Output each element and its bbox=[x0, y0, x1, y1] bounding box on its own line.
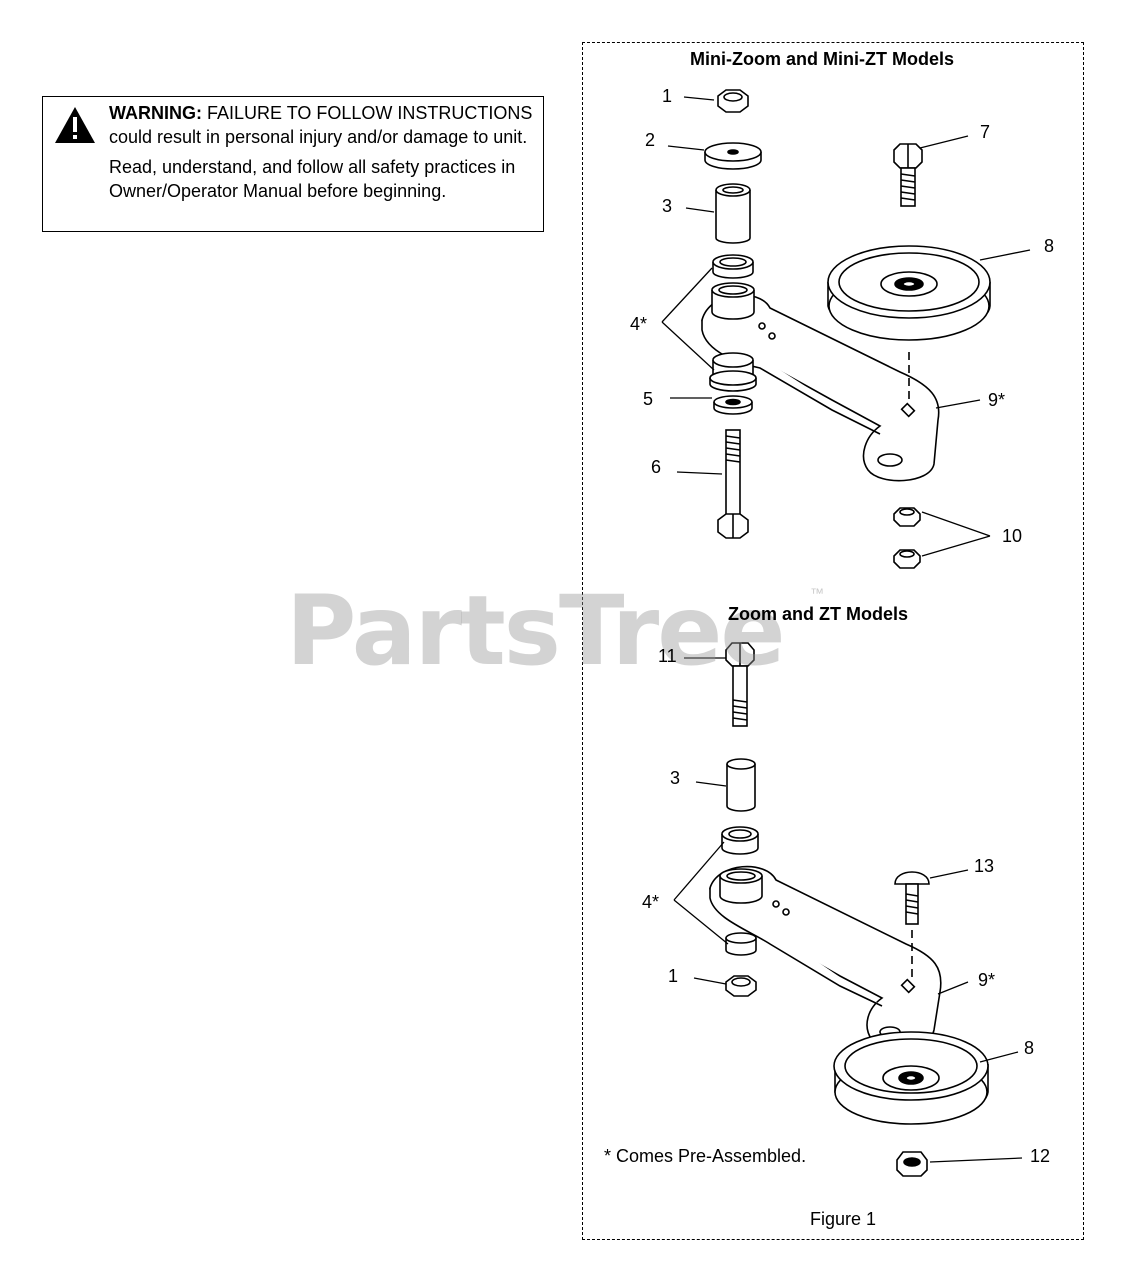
callout-label: 13 bbox=[974, 856, 995, 876]
pulley-upper-part bbox=[827, 245, 991, 341]
partstree-watermark: PartsTree bbox=[286, 575, 785, 687]
callout-label: 10 bbox=[1002, 526, 1023, 546]
callout-label: 5 bbox=[643, 389, 654, 409]
washer-part bbox=[704, 142, 762, 170]
warning-box: WARNING: FAILURE TO FOLLOW INSTRUCTIONS … bbox=[42, 96, 544, 232]
callout-label: 3 bbox=[670, 768, 681, 788]
carriage-bolt-part bbox=[894, 871, 930, 925]
figure-caption: Figure 1 bbox=[810, 1209, 877, 1229]
bolt-long-part bbox=[717, 429, 749, 539]
callout-label: 2 bbox=[645, 130, 656, 150]
warning-line1: FAILURE TO FOLLOW INSTRUCTIONS could res… bbox=[109, 103, 533, 147]
warning-triangle-icon bbox=[55, 107, 95, 143]
flange-nut-lower-part bbox=[893, 549, 921, 569]
bushing-lower-bottom-part bbox=[725, 932, 757, 956]
leader-lines bbox=[661, 96, 1031, 1163]
callout-label: 1 bbox=[668, 966, 679, 986]
spacer-part bbox=[715, 183, 751, 244]
bushing-upper-bottom-part bbox=[721, 826, 759, 855]
top-section-title: Mini-Zoom and Mini-ZT Models bbox=[690, 49, 954, 69]
trademark-mark: ™ bbox=[810, 585, 824, 601]
callout-label: 3 bbox=[662, 196, 673, 216]
lock-nut-part bbox=[896, 1151, 928, 1177]
pulley-lower-part bbox=[833, 1031, 989, 1125]
spacer-bottom-part bbox=[726, 758, 756, 812]
bolt-short-part bbox=[893, 143, 923, 207]
callout-label: 9* bbox=[978, 970, 996, 990]
callout-label: 6 bbox=[651, 457, 662, 477]
callout-label: 8 bbox=[1044, 236, 1055, 256]
nut-top-part bbox=[717, 89, 749, 113]
callout-label: 9* bbox=[988, 390, 1006, 410]
callout-label: 7 bbox=[980, 122, 991, 142]
callout-label: 8 bbox=[1024, 1038, 1035, 1058]
bolt-bottom-part bbox=[725, 642, 755, 727]
callout-label: 11 bbox=[658, 646, 677, 666]
diagram-frame bbox=[582, 42, 1084, 1240]
bottom-section-title: Zoom and ZT Models bbox=[728, 604, 908, 624]
bushing-upper-part bbox=[712, 254, 754, 279]
warning-line2: Read, understand, and follow all safety … bbox=[109, 157, 516, 201]
warning-heading: WARNING: bbox=[109, 103, 202, 123]
flat-washer-part bbox=[713, 395, 753, 415]
idler-arm-part bbox=[701, 282, 940, 482]
callout-label: 4* bbox=[642, 892, 660, 912]
callout-label: 12 bbox=[1030, 1146, 1051, 1166]
callout-label: 1 bbox=[662, 86, 673, 106]
footnote: * Comes Pre-Assembled. bbox=[604, 1146, 807, 1166]
warning-text: WARNING: FAILURE TO FOLLOW INSTRUCTIONS … bbox=[109, 101, 539, 203]
nut-bottom-part bbox=[725, 975, 757, 997]
callout-label: 4* bbox=[630, 314, 648, 334]
flange-nut-upper-part bbox=[893, 507, 921, 527]
bushing-lower-part bbox=[709, 352, 757, 392]
